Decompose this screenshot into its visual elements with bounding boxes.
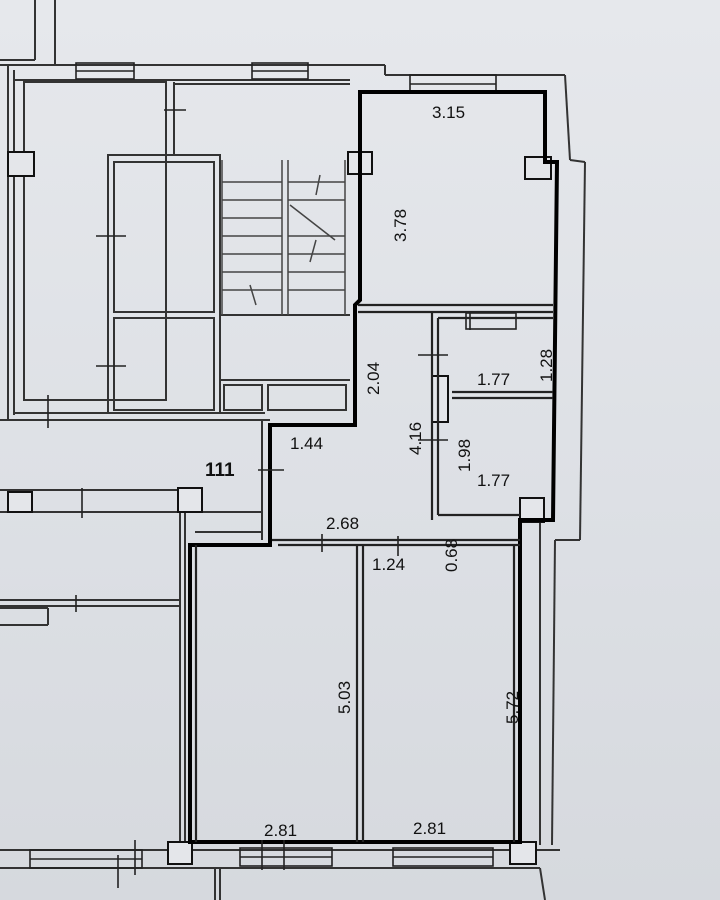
neighbor-rooms [23,81,350,414]
dim-top-room-width: 3.15 [432,103,465,122]
apartment-interior-walls [194,303,553,842]
dim-top-room-depth: 3.78 [391,209,410,242]
tick-marks [47,109,471,888]
building-walls [0,0,586,900]
columns [7,151,552,865]
dim-hall-depth: 2.04 [364,362,383,395]
dim-right-room-width: 2.81 [413,819,446,838]
dim-wc-width: 1.77 [477,471,510,490]
dim-wc-depth: 1.98 [455,439,474,472]
dim-hall-bottom-width: 2.68 [326,514,359,533]
apartment-outline [188,90,560,844]
dim-bath-depth: 1.28 [537,349,556,382]
dim-wall-gap: 0.68 [442,539,461,572]
apartment-number: 111 [205,460,235,481]
dim-hall-width: 1.44 [290,434,323,453]
staircase [221,160,346,315]
dim-loggia-stub: 1.24 [372,555,405,574]
dim-left-room-width: 2.81 [264,821,297,840]
dim-bath-width: 1.77 [477,370,510,389]
dim-left-room-depth: 5.03 [335,681,354,714]
dim-hall-long: 4.16 [406,422,425,455]
dim-right-room-depth: 5.72 [503,691,522,724]
windows [29,62,517,869]
